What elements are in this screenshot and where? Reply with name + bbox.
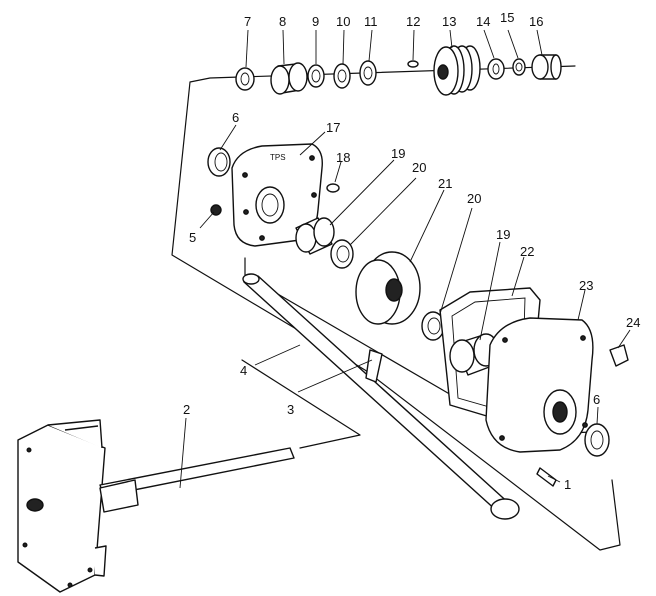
- plate-marking: TPS: [270, 153, 286, 162]
- part-15-washer: [512, 58, 526, 76]
- part-14-washer: [487, 58, 505, 80]
- callout-18: 18: [336, 150, 350, 165]
- callout-19-lower: 19: [496, 227, 510, 242]
- callout-10: 10: [336, 14, 350, 29]
- callout-5: 5: [189, 230, 196, 245]
- part-17-gear-case-plate: TPS: [231, 143, 323, 247]
- callout-14: 14: [476, 14, 490, 29]
- part-12-key: [407, 60, 419, 68]
- callout-20-upper: 20: [412, 160, 426, 175]
- callout-16: 16: [529, 14, 543, 29]
- part-1-screw: [536, 467, 557, 487]
- callout-7: 7: [244, 14, 251, 29]
- callout-leaders: [179, 29, 631, 489]
- part-13-worm-gear: [433, 45, 481, 96]
- callout-13: 13: [442, 14, 456, 29]
- part-7-washer: [235, 67, 255, 91]
- part-24-plug: [609, 344, 629, 367]
- part-23-housing: [485, 317, 594, 453]
- callout-11: 11: [364, 14, 378, 29]
- callout-23: 23: [579, 278, 593, 293]
- part-4-shaft: [242, 273, 520, 520]
- part-10-washer: [333, 63, 351, 89]
- part-3-key: [365, 349, 383, 383]
- callout-24: 24: [626, 315, 640, 330]
- callout-20-lower: 20: [467, 191, 481, 206]
- part-16-bearing: [531, 54, 562, 80]
- part-8-bushing: [270, 62, 308, 95]
- part-6-seal-upper: [207, 147, 231, 177]
- callout-12: 12: [406, 14, 420, 29]
- callout-6-upper: 6: [232, 110, 239, 125]
- callout-4: 4: [240, 363, 247, 378]
- callout-17: 17: [326, 120, 340, 135]
- callout-labels: 7 8 9 10 11 12 13 14 15 16 6 17 18 19 20…: [183, 10, 640, 492]
- part-18-screw: [326, 183, 340, 193]
- part-6-seal-lower: [584, 423, 610, 457]
- part-21-spur-gear: [355, 251, 421, 325]
- part-2-auger-assembly: [17, 419, 295, 593]
- callout-19-upper: 19: [391, 146, 405, 161]
- callout-6-lower: 6: [593, 392, 600, 407]
- callout-22: 22: [520, 244, 534, 259]
- part-19-bushing-upper: [295, 217, 335, 255]
- callout-1: 1: [564, 477, 571, 492]
- callout-8: 8: [279, 14, 286, 29]
- part-20-washer-upper: [330, 239, 354, 269]
- callout-3: 3: [287, 402, 294, 417]
- callout-15: 15: [500, 10, 514, 25]
- part-11-washer: [359, 60, 377, 86]
- callout-2: 2: [183, 402, 190, 417]
- callout-9: 9: [312, 14, 319, 29]
- part-9-washer: [307, 64, 325, 88]
- callout-21: 21: [438, 176, 452, 191]
